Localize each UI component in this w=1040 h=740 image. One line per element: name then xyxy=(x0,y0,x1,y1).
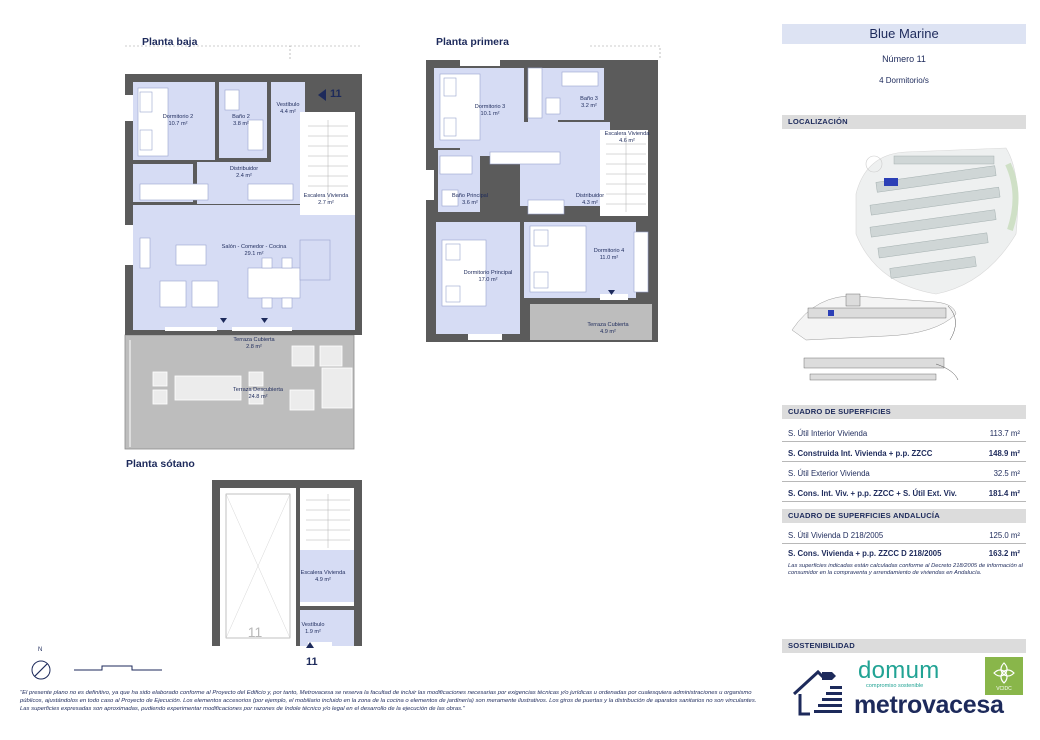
header-box xyxy=(782,24,1026,44)
floorplan-sotano xyxy=(212,480,362,648)
floorplan-baja xyxy=(124,45,362,450)
floor-title-primera: Planta primera xyxy=(436,36,509,48)
floor-title-baja: Planta baja xyxy=(142,36,198,48)
andalucia-note: Las superficies indicadas están calculad… xyxy=(788,563,1023,577)
unit-marker-baja: 11 xyxy=(330,88,342,100)
unit-number: Número 11 xyxy=(882,54,926,64)
unit-marker-sotano: 11 xyxy=(306,656,318,668)
domum-logo: domum xyxy=(858,657,940,684)
legal-disclaimer: "El presente plano no es definitivo, ya … xyxy=(20,690,757,712)
andalucia-row: S. Cons. Vivienda + p.p. ZZCC D 218/2005… xyxy=(788,549,1020,558)
label-garage-mark: 11 xyxy=(247,624,263,640)
compass-icon xyxy=(31,660,51,680)
compass-north-label: N xyxy=(38,647,43,653)
domum-tagline: compromiso sostenible xyxy=(866,683,924,689)
section-localizacion: LOCALIZACIÓN xyxy=(782,115,1026,129)
section-sostenibilidad: SOSTENIBILIDAD xyxy=(782,639,1026,653)
project-title: Blue Marine xyxy=(869,26,939,41)
metrovacesa-logo: metrovacesa xyxy=(854,691,1004,719)
floorplan-primera xyxy=(426,45,661,342)
scale-bar xyxy=(74,665,162,671)
surface-row: S. Cons. Int. Viv. + p.p. ZZCC + S. Útil… xyxy=(782,484,1026,502)
leaf-icon xyxy=(993,662,1015,684)
house-logo-icon xyxy=(792,669,842,716)
floor-title-sotano: Planta sótano xyxy=(126,458,195,470)
section-andalucia: CUADRO DE SUPERFICIES ANDALUCÍA xyxy=(782,509,1026,523)
section-superficies: CUADRO DE SUPERFICIES xyxy=(782,405,1026,419)
bedroom-count: 4 Dormitorio/s xyxy=(879,76,929,85)
vcidc-label: VCIDC xyxy=(996,686,1012,692)
location-map xyxy=(791,147,1019,381)
